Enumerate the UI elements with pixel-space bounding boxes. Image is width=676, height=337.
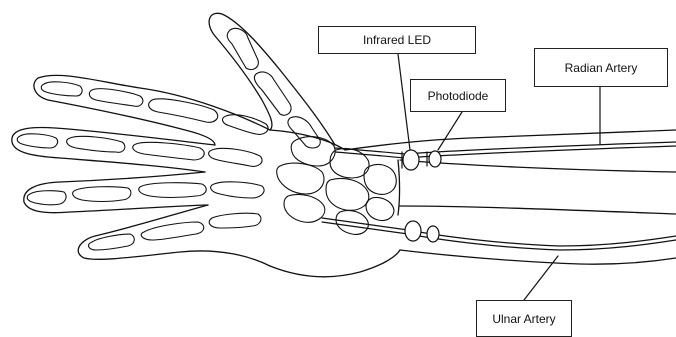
photodiode-ulnar <box>427 226 439 242</box>
ulnar-artery-label: Ulnar Artery <box>476 300 572 337</box>
infrared-led-radial <box>403 150 419 170</box>
photodiode-label: Photodiode <box>410 79 506 112</box>
infrared-led-label: Infrared LED <box>318 26 476 54</box>
ulnar-artery <box>322 218 676 250</box>
ulnar-sensor-pair <box>405 221 439 242</box>
infrared-led-ulnar <box>405 221 421 241</box>
radian-artery-label: Radian Artery <box>534 48 668 87</box>
photodiode-leader <box>438 112 462 150</box>
radian-artery-text: Radian Artery <box>565 61 638 75</box>
ulnar-artery-text: Ulnar Artery <box>492 312 555 326</box>
infrared-led-leader <box>398 54 410 150</box>
infrared-led-text: Infrared LED <box>363 33 431 47</box>
forearm-outline <box>345 130 676 264</box>
photodiode-radial <box>429 151 441 167</box>
photodiode-text: Photodiode <box>428 89 489 103</box>
